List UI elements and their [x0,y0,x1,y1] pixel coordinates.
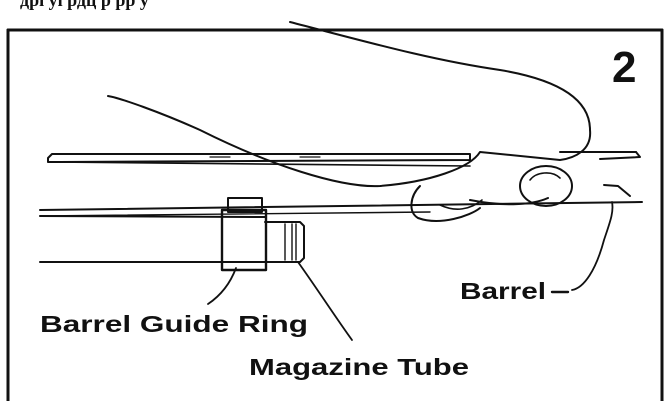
label-leaders [207,201,614,341]
magazine-tube [39,215,305,263]
hand-illustration [107,21,592,222]
barrel-rib [47,151,641,167]
barrel [39,184,643,217]
barrel-guide-ring [220,197,268,272]
label-magazine-tube: Magazine Tube [249,354,469,380]
panel-frame [6,28,664,401]
label-barrel: Barrel [460,278,546,304]
label-barrel-guide-ring: Barrel Guide Ring [40,311,308,337]
top-clipped-text: дрі уі рдц р рр у [20,0,149,10]
step-number: 2 [612,43,636,92]
